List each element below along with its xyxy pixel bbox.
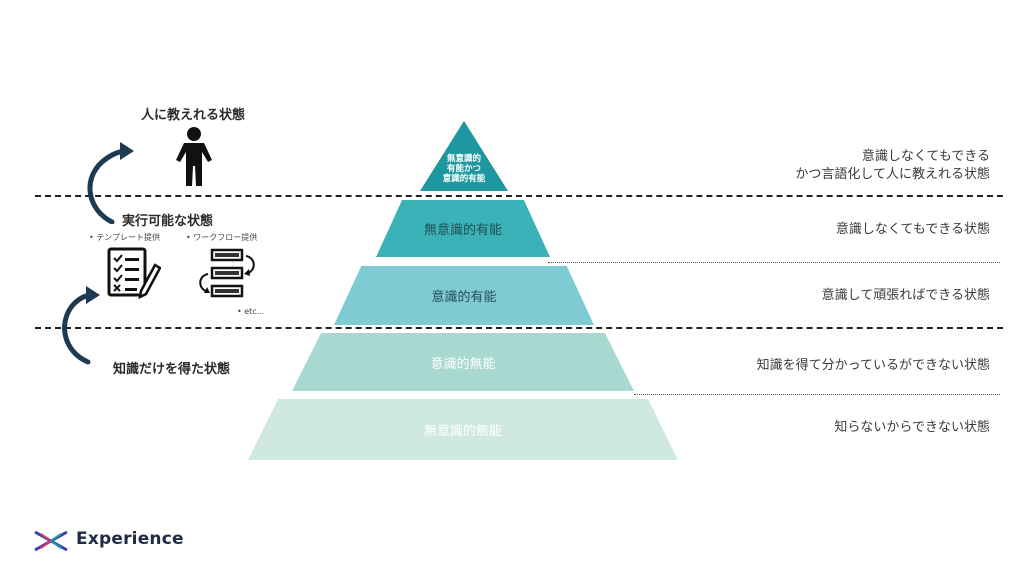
workflow-note: • ワークフロー提供 [186,233,258,242]
pyramid-tier-top: 無意識的 有能かつ 意識的有能 [420,121,508,191]
pyramid-tier-4: 無意識的有能 [376,200,550,257]
separator-dotted-2 [634,394,1000,395]
separator-dashed-upper [35,195,1003,197]
curved-arrow-icon-upper [87,142,134,224]
pyramid-tier-top-label: 無意識的 有能かつ 意識的有能 [443,154,486,184]
description-top-line-1: 意識しなくてもできる [861,149,990,164]
description-top: 意識しなくてもできる かつ言語化して人に教えれる状態 [795,148,990,184]
tier-top-line-1: 無意識的 [446,154,481,164]
brand-name: Experience [76,529,184,549]
pyramid-tier-1: 無意識的無能 [248,399,678,460]
separator-dashed-lower [35,327,1003,329]
description-level-1: 知らないからできない状態 [834,420,990,435]
person-icon [176,127,212,186]
curved-arrow-icon-lower [62,286,100,365]
template-note: • テンプレート提供 [89,233,161,242]
tier-4-label: 無意識的有能 [423,223,502,238]
etc-note: • etc... [237,307,265,316]
knowledge-state-label: 知識だけを得た状態 [113,362,231,377]
pyramid-tier-2: 意識的無能 [292,333,634,391]
executable-state-label: 実行可能な状態 [122,214,214,229]
separator-dotted-1 [548,262,1000,263]
description-level-3: 意識して頑張ればできる状態 [821,288,990,303]
tier-2-label: 意識的無能 [430,356,496,372]
tier-1-label: 無意識的無能 [423,424,502,439]
checklist-icon [107,247,161,299]
pyramid-tier-3: 意識的有能 [334,266,594,325]
description-level-2: 知識を得て分かっているができない状態 [756,358,990,373]
teach-state-label: 人に教えれる状態 [141,108,246,123]
tier-top-line-2: 有能かつ [446,164,481,174]
workflow-icon [199,248,255,298]
tier-3-label: 意識的有能 [431,290,497,305]
tier-top-line-3: 意識的有能 [442,174,486,184]
description-top-line-2: かつ言語化して人に教えれる状態 [795,167,990,182]
experience-logo-icon [34,530,68,552]
description-level-4: 意識しなくてもできる状態 [835,222,990,237]
